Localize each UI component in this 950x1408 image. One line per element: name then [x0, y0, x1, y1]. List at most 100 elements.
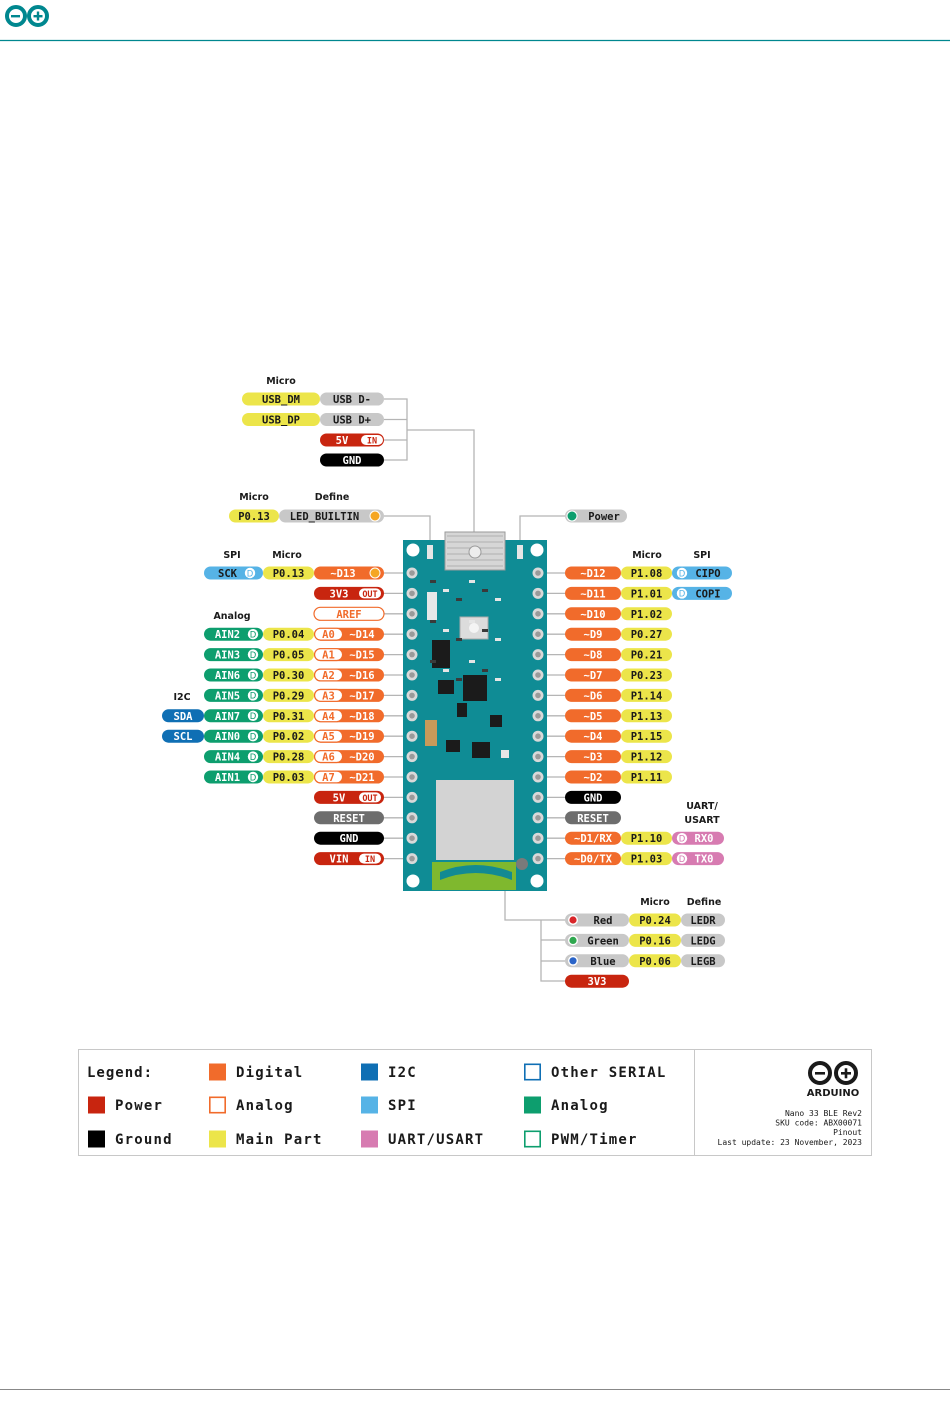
- pin-hole-left: [409, 733, 415, 739]
- legend-label: SPI: [388, 1098, 417, 1114]
- left-analog-pin: A3: [322, 690, 335, 702]
- pin-hole-right: [535, 774, 541, 780]
- right-digital-pin-bg: [565, 668, 621, 682]
- pin-hole-right: [535, 835, 541, 841]
- left-analog-pin: A6: [322, 752, 335, 764]
- right-spi-text: COPI: [695, 588, 720, 600]
- left-ain-badge-icon: [247, 629, 259, 640]
- legend-title: Legend:: [87, 1065, 153, 1081]
- pin-hole-right: [535, 753, 541, 760]
- right-micro-bg: [621, 831, 672, 845]
- smd-part: [456, 598, 462, 601]
- left-ain: AIN3: [204, 648, 263, 662]
- ic-chip: [472, 742, 490, 758]
- legend-swatch: [88, 1096, 105, 1114]
- smd-part: [495, 678, 501, 681]
- smd-part: [443, 629, 449, 632]
- pin-hole-right: [535, 692, 541, 699]
- right-uart-text: TX0: [695, 854, 714, 866]
- pin-hole-left: [409, 753, 415, 760]
- right-reset-text: RESET: [577, 813, 609, 825]
- left-analog-pin-bg: [314, 627, 344, 641]
- smd-part: [469, 660, 475, 663]
- mount-hole: [530, 543, 544, 557]
- left-micro: P0.31: [263, 709, 314, 723]
- left-i2c: SDA: [162, 709, 204, 723]
- bulb-icon: [369, 567, 381, 579]
- right-micro: P1.02: [621, 607, 672, 621]
- ic-chip: [457, 703, 467, 717]
- right-digital-pin-text: ~D11: [580, 588, 605, 600]
- right-digital-pin: ~D12: [565, 566, 621, 580]
- usb-dm-name-text: USB D-: [333, 394, 371, 406]
- smd-part: [443, 589, 449, 592]
- right-spi: COPI: [672, 586, 732, 600]
- right-uart-header: UART/: [686, 801, 718, 812]
- left-ain: AIN5: [204, 688, 263, 702]
- led-micro-bg: [229, 509, 279, 523]
- left-ain-badge-icon: [247, 669, 259, 681]
- right-digital-pin-text: ~D10: [580, 609, 605, 621]
- right-spi: CIPO: [672, 566, 732, 580]
- left-micro-bg: [263, 770, 314, 784]
- left-digital-pin-text: ~D13: [330, 568, 355, 580]
- pin-hole-left: [409, 631, 415, 637]
- right-gnd-text: GND: [584, 792, 603, 804]
- left-power-pin-text: 5V: [333, 792, 346, 804]
- pin-hole-right: [535, 815, 541, 821]
- led-micro-text: P0.13: [238, 511, 270, 523]
- left-power-pin-text: 3V3: [330, 588, 349, 600]
- right-digital-pin-bg: [565, 566, 621, 580]
- left-power-tag-text: OUT: [362, 590, 377, 600]
- left-micro-bg: [263, 566, 314, 580]
- power-label-bg: [565, 509, 627, 523]
- right-micro-text: P1.02: [631, 609, 663, 621]
- left-ain: AIN4: [204, 750, 263, 764]
- inductor: [427, 592, 437, 620]
- smd-part: [482, 589, 488, 592]
- pin-hole-right: [535, 794, 541, 801]
- legend-swatch: [523, 1130, 541, 1148]
- legend-swatch: [523, 1063, 541, 1081]
- left-gnd-bg: [314, 831, 384, 845]
- usb-gnd-text: GND: [343, 455, 362, 467]
- left-ain: AIN7: [204, 709, 263, 723]
- left-ain-badge-icon-letter: D: [250, 631, 257, 641]
- left-analog-pin: A4: [322, 711, 335, 723]
- left-power-tag-text: IN: [365, 855, 375, 865]
- right-micro-bg: [621, 852, 672, 866]
- left-ain-bg: [204, 648, 263, 662]
- rgb-led-icon-dot: [569, 936, 577, 945]
- left-ain-badge-icon-letter: D: [250, 671, 257, 681]
- left-digital-pin: ~D15: [349, 650, 374, 662]
- right-reset: RESET: [565, 811, 621, 825]
- rgb-micro-bg: [629, 954, 681, 968]
- right-digital-pin: ~D1/RX: [565, 831, 621, 845]
- right-micro-bg: [621, 668, 672, 682]
- left-analog-pin-bg: [314, 709, 344, 723]
- mount-hole: [406, 874, 420, 888]
- right-digital-pin: ~D3: [565, 750, 621, 764]
- left-ain-text: AIN3: [215, 650, 240, 662]
- right-digital-pin: ~D5: [565, 709, 621, 723]
- rgb-define-bg: [681, 954, 725, 968]
- right-micro-bg: [621, 688, 672, 702]
- smd-part: [430, 580, 436, 583]
- right-micro-bg: [621, 607, 672, 621]
- pin-hole-left: [409, 590, 415, 597]
- right-micro-bg: [621, 648, 672, 662]
- legend-label: Main Part: [236, 1132, 323, 1148]
- left-digital-pin: ~D19: [349, 731, 374, 743]
- power-label: Power: [565, 509, 627, 523]
- right-digital-pin: ~D9: [565, 627, 621, 641]
- pin-hole-left: [409, 855, 415, 862]
- left-digital-pin: ~D17: [349, 690, 374, 702]
- right-digital-pin-bg: [565, 607, 621, 621]
- rgb-name-text: Red: [594, 915, 613, 927]
- rgb-define-text: LEDG: [690, 935, 715, 947]
- right-digital-pin: ~D6: [565, 688, 621, 702]
- rgb-name-bg: [565, 954, 629, 968]
- usb-dm-name: USB D-: [320, 392, 384, 406]
- smd-part: [469, 580, 475, 583]
